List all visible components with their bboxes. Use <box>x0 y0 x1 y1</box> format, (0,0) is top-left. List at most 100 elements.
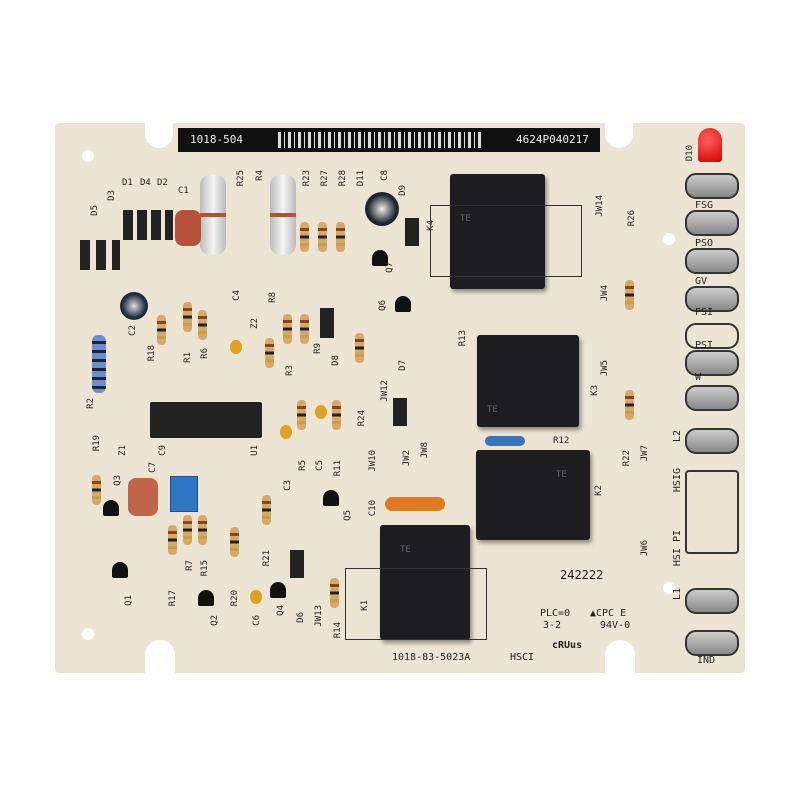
potentiometer <box>170 476 198 512</box>
mounting-hole <box>82 628 94 640</box>
terminal-fsg <box>685 210 739 236</box>
board-notch <box>605 118 633 148</box>
label-r23: R23 <box>302 170 312 187</box>
label-jw12: JW12 <box>380 380 390 402</box>
resistor-r21 <box>262 495 271 525</box>
label-q1: Q1 <box>124 595 134 606</box>
label-jw4: JW4 <box>600 285 610 302</box>
resistor-r3 <box>283 314 292 344</box>
terminal-label-hsig: HSIG <box>672 468 683 493</box>
label-k3: K3 <box>590 385 600 396</box>
resistor-r27 <box>318 222 327 252</box>
label-d11: D11 <box>356 170 366 187</box>
relay-brand: TE <box>487 405 498 415</box>
label-r5: R5 <box>298 460 308 471</box>
bottom-part-number: 1018-83-5023A <box>392 652 471 663</box>
label-r19: R19 <box>92 435 102 452</box>
terminal-label-l2: L2 <box>672 430 683 443</box>
label-c10: C10 <box>368 500 378 517</box>
label-r28: R28 <box>338 170 348 187</box>
label-r24: R24 <box>357 410 367 427</box>
terminal-1 <box>685 173 739 199</box>
label-d5: D5 <box>90 205 100 216</box>
label-r9: R9 <box>313 343 323 354</box>
label-r1: R1 <box>183 352 193 363</box>
label-r20: R20 <box>230 590 240 607</box>
diode-d6 <box>290 550 304 578</box>
capacitor-c2 <box>120 292 148 320</box>
label-z2: Z2 <box>250 318 260 329</box>
label-r26: R26 <box>627 210 637 227</box>
label-d8: D8 <box>331 355 341 366</box>
mounting-hole <box>663 582 675 594</box>
label-jw6: JW6 <box>640 540 650 557</box>
label-r7: R7 <box>185 560 195 571</box>
board-notch <box>605 640 635 680</box>
label-r17: R17 <box>168 590 178 607</box>
label-r27: R27 <box>320 170 330 187</box>
terminal-gv <box>685 286 739 312</box>
capacitor-c7 <box>128 478 158 516</box>
board-notch <box>145 118 173 148</box>
label-q6: Q6 <box>378 300 388 311</box>
transistor-q5 <box>323 490 339 506</box>
resistor-r28 <box>336 222 345 252</box>
label-strip: 1018-504 4624P040217 <box>178 128 600 152</box>
label-jw7: JW7 <box>640 445 650 462</box>
part-number: 1018-504 <box>190 133 243 146</box>
ul-logo: cRUus <box>552 640 583 651</box>
label-r13: R13 <box>458 330 468 347</box>
capacitor-c10 <box>385 497 445 511</box>
label-z1: Z1 <box>118 445 128 456</box>
resistor-r24 <box>355 333 364 363</box>
resistor-r6 <box>198 310 207 340</box>
resistor-r2 <box>92 335 106 393</box>
terminal-label-ind: IND <box>697 655 716 666</box>
relay-outline <box>430 205 582 277</box>
terminal-psi <box>685 350 739 376</box>
maker-label: HSCI <box>510 652 535 663</box>
label-jw10: JW10 <box>368 450 378 472</box>
terminal-label-psi: PSI <box>695 340 714 351</box>
capacitor-c8 <box>365 192 399 226</box>
transistor-q6 <box>395 296 411 312</box>
label-r2: R2 <box>86 398 96 409</box>
transistor-q2 <box>198 590 214 606</box>
resistor-r18 <box>157 315 166 345</box>
label-c5: C5 <box>315 460 325 471</box>
label-u1: U1 <box>250 445 260 456</box>
label-d3: D3 <box>107 190 117 201</box>
terminal-label-w: W <box>695 372 702 383</box>
label-jw8: JW8 <box>420 442 430 459</box>
capacitor-c1 <box>175 210 201 246</box>
capacitor-c4 <box>230 340 242 354</box>
label-r25: R25 <box>236 170 246 187</box>
label-q5: Q5 <box>343 510 353 521</box>
label-r15: R15 <box>200 560 210 577</box>
terminal-l1 <box>685 588 739 614</box>
label-d2: D2 <box>157 178 168 188</box>
ic-u1 <box>150 402 262 438</box>
board-notch <box>145 640 175 680</box>
label-c3: C3 <box>283 480 293 491</box>
label-r6: R6 <box>200 348 210 359</box>
relay-k1: TE <box>380 525 470 640</box>
relay-k3: TE <box>477 335 579 427</box>
label-c1: C1 <box>178 186 189 196</box>
label-q4: Q4 <box>276 605 286 616</box>
resistor-r11 <box>332 400 341 430</box>
label-c9: C9 <box>158 445 168 456</box>
relay-brand: TE <box>460 214 471 224</box>
label-r14: R14 <box>333 622 343 639</box>
diode-r12 <box>485 436 525 446</box>
label-r22: R22 <box>622 450 632 467</box>
diode-d8 <box>320 308 334 338</box>
label-jw14: JW14 <box>595 195 605 217</box>
label-d9: D9 <box>398 185 408 196</box>
resistor-r23 <box>300 222 309 252</box>
label-d7: D7 <box>398 360 408 371</box>
diodes-d3-d5 <box>80 240 120 270</box>
resistor-r19 <box>92 475 101 505</box>
terminal-label-gv: GV <box>695 276 708 287</box>
label-r11: R11 <box>333 460 343 477</box>
